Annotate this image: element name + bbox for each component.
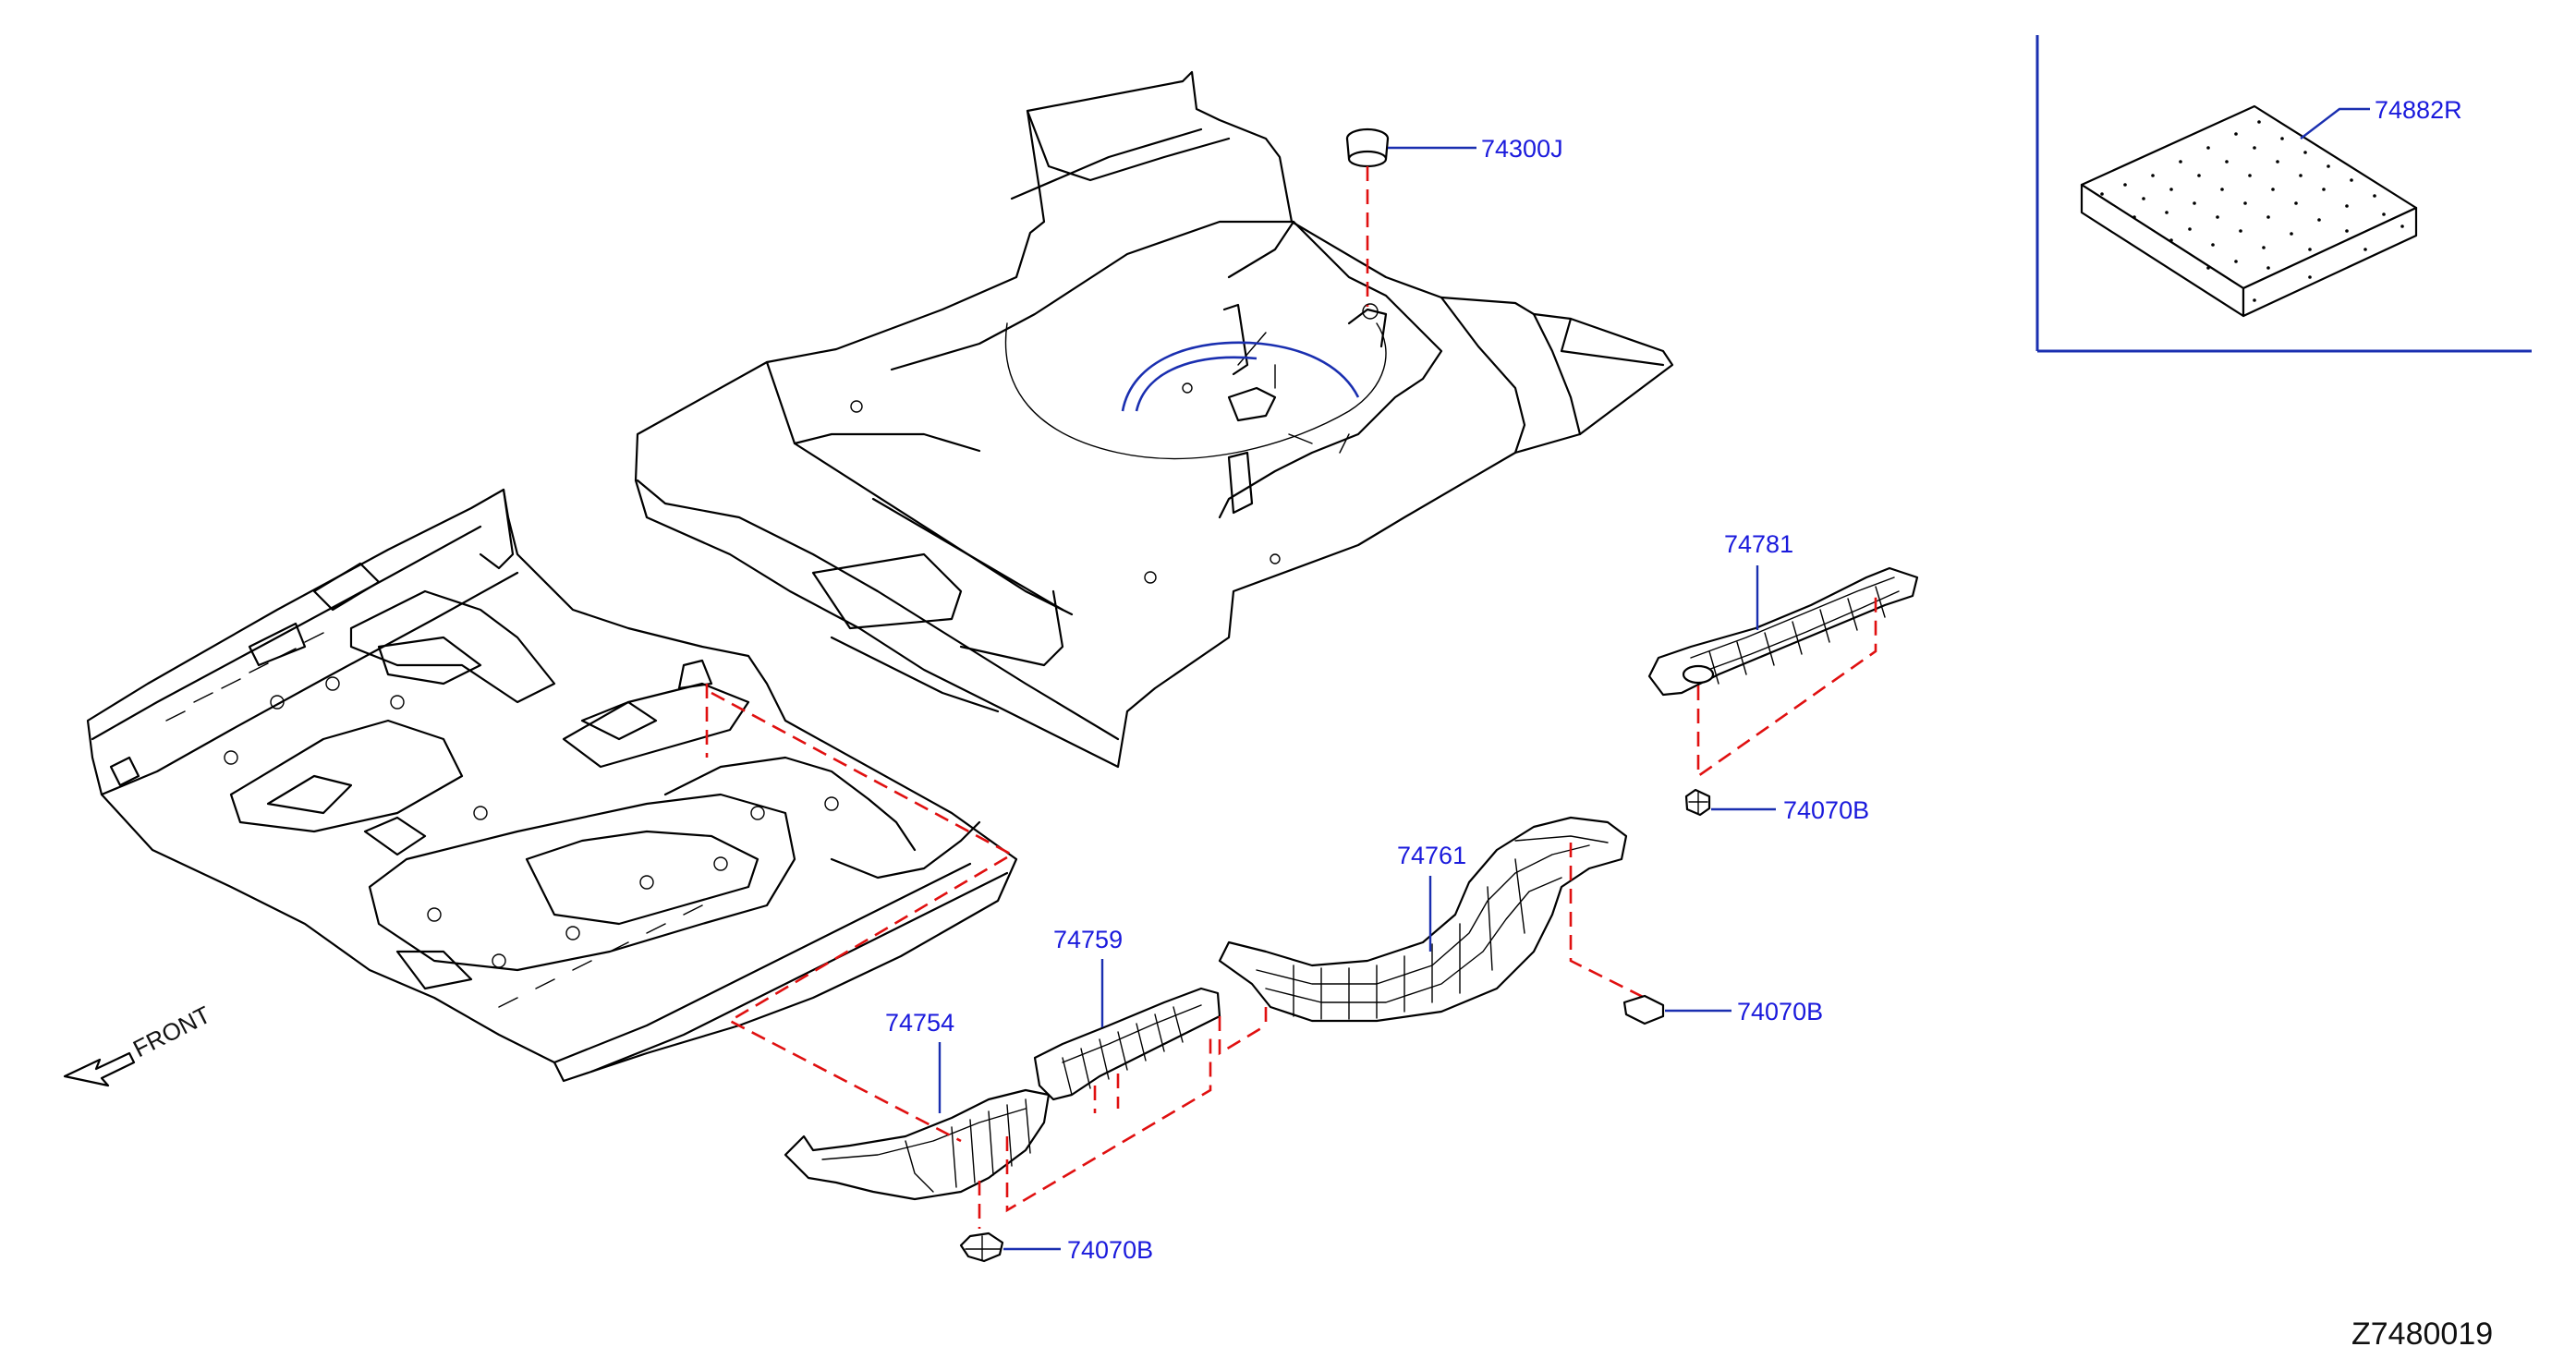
callout-grommet: 74300J	[1481, 135, 1563, 163]
foam-texture	[2100, 120, 2404, 302]
clip-rear: 74070B	[1684, 788, 1869, 824]
callout-center-insulator: 74761	[1397, 842, 1466, 869]
callout-front-center-insulator: 74759	[1053, 926, 1123, 953]
callout-front-insulator: 74754	[885, 1009, 954, 1037]
front-arrow-icon	[63, 1051, 136, 1087]
callout-inset-part: 74882R	[2375, 96, 2462, 124]
foam-pad-part	[2080, 104, 2418, 318]
front-label: FRONT	[128, 1001, 215, 1062]
callout-clip-front: 74070B	[1067, 1236, 1153, 1264]
grommet-part: 74300J	[1345, 127, 1563, 307]
callout-rear-insulator: 74781	[1724, 530, 1793, 558]
front-heat-insulator: 74754	[784, 1009, 1212, 1229]
clip-center: 74070B	[1622, 994, 1823, 1025]
assembly-guide-lines	[705, 684, 1015, 1143]
center-heat-insulator: 74761	[1218, 816, 1655, 1025]
front-floor-panel	[86, 488, 1018, 1083]
inset-detail: 74882R	[2035, 35, 2532, 353]
callout-clip-center: 74070B	[1737, 998, 1823, 1025]
front-direction-indicator: FRONT	[63, 1001, 215, 1087]
clip-front: 74070B	[959, 1231, 1153, 1264]
rear-floor-panel	[634, 70, 1674, 769]
diagram-id: Z7480019	[2351, 1316, 2493, 1352]
callout-clip-rear: 74070B	[1783, 796, 1869, 824]
rear-heat-insulator: 74781	[1647, 530, 1919, 779]
front-center-heat-insulator: 74759	[1033, 926, 1267, 1113]
